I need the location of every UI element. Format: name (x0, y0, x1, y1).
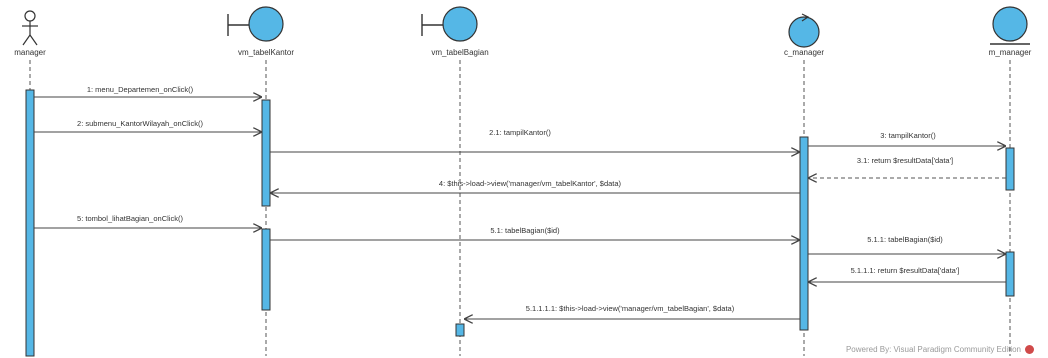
lifeline-label: vm_tabelBagian (431, 48, 488, 57)
message-11[interactable]: 5.1.1.1.1: $this->load->view('manager/vm… (464, 304, 800, 319)
message-7[interactable]: 5: tombol_lihatBagian_onClick() (34, 214, 262, 228)
activation-bar (1005, 147, 1015, 191)
lifeline-vm-tabelkantor[interactable]: vm_tabelKantor (227, 6, 294, 356)
lifeline-vm-tabelbagian[interactable]: vm_tabelBagian (421, 6, 489, 356)
message-2[interactable]: 2: submenu_KantorWilayah_onClick() (34, 119, 262, 132)
message-9[interactable]: 5.1.1: tabelBagian($id) (808, 235, 1006, 254)
message-label: 5: tombol_lihatBagian_onClick() (77, 214, 183, 223)
message-label: 5.1.1.1.1: $this->load->view('manager/vm… (526, 304, 735, 313)
message-3[interactable]: 2.1: tampilKantor() (270, 128, 800, 152)
visual-paradigm-logo-icon (1025, 345, 1034, 354)
watermark-text: Powered By: Visual Paradigm Community Ed… (845, 345, 1021, 354)
message-label: 4: $this->load->view('manager/vm_tabelKa… (439, 179, 622, 188)
message-6[interactable]: 4: $this->load->view('manager/vm_tabelKa… (270, 179, 800, 193)
watermark: Powered By: Visual Paradigm Community Ed… (846, 345, 1034, 354)
activation-bar (455, 323, 465, 337)
control-icon (788, 13, 820, 48)
lifeline-label: c_manager (784, 48, 824, 57)
message-label: 1: menu_Departemen_onClick() (87, 85, 194, 94)
boundary-icon (421, 6, 478, 42)
message-label: 2: submenu_KantorWilayah_onClick() (77, 119, 203, 128)
entity-icon (990, 6, 1030, 45)
activation-bar (1005, 251, 1015, 297)
message-10[interactable]: 5.1.1.1: return $resultData['data'] (808, 266, 1006, 282)
actor-icon (22, 10, 38, 46)
message-4[interactable]: 3: tampilKantor() (808, 131, 1006, 146)
message-8[interactable]: 5.1: tabelBagian($id) (270, 226, 800, 240)
message-label: 5.1.1.1: return $resultData['data'] (851, 266, 960, 275)
lifeline-label: m_manager (989, 48, 1032, 57)
message-label: 3.1: return $resultData['data'] (857, 156, 953, 165)
message-1[interactable]: 1: menu_Departemen_onClick() (34, 85, 262, 97)
message-label: 5.1: tabelBagian($id) (490, 226, 560, 235)
activation-bar (799, 136, 809, 331)
boundary-icon (227, 6, 284, 42)
message-label: 5.1.1: tabelBagian($id) (867, 235, 943, 244)
lifeline-label: vm_tabelKantor (238, 48, 294, 57)
message-label: 3: tampilKantor() (880, 131, 936, 140)
lifeline-label: manager (14, 48, 46, 57)
message-5[interactable]: 3.1: return $resultData['data'] (808, 156, 1006, 178)
message-label: 2.1: tampilKantor() (489, 128, 551, 137)
activation-bar (261, 99, 271, 207)
lifeline-m-manager[interactable]: m_manager (989, 6, 1032, 356)
activation-bar (261, 228, 271, 311)
activation-bar (25, 89, 35, 357)
